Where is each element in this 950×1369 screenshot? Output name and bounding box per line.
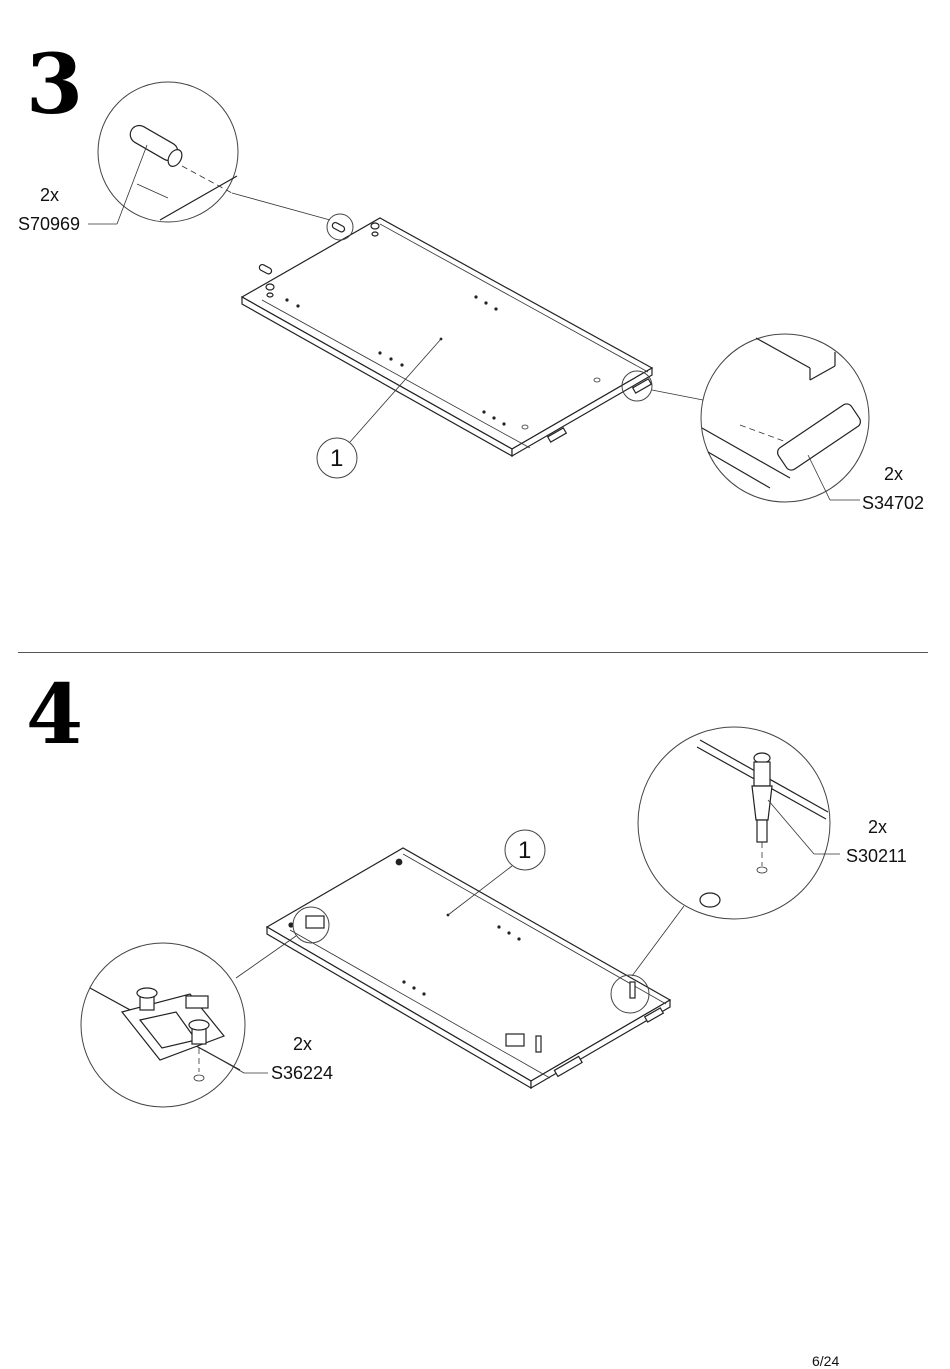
step4-hinge-code: S36224 (271, 1064, 333, 1082)
step3-dowel-detail (88, 82, 353, 240)
step3-dowel-code: S70969 (18, 215, 80, 233)
step3-drawing (88, 82, 869, 502)
step-divider (18, 652, 928, 653)
step3-plug-code: S34702 (862, 494, 924, 512)
step3-plug-detail (622, 334, 869, 502)
step4-bolt-qty: 2x (868, 818, 887, 836)
step4-number: 4 (26, 674, 83, 756)
step3-part-callout: 1 (330, 447, 343, 471)
step4-part-callout: 1 (518, 839, 531, 863)
step4-bolt-code: S30211 (846, 847, 907, 865)
step4-drawing (81, 727, 840, 1107)
step3-panel (242, 218, 652, 456)
step4-bolt-detail (611, 727, 840, 1013)
step3-dowel-qty: 2x (40, 186, 59, 204)
step4-panel (267, 848, 670, 1088)
page-number: 6/24 (812, 1353, 839, 1369)
step4-hinge-qty: 2x (293, 1035, 312, 1053)
step3-number: 3 (26, 44, 83, 126)
step3-plug-qty: 2x (884, 465, 903, 483)
